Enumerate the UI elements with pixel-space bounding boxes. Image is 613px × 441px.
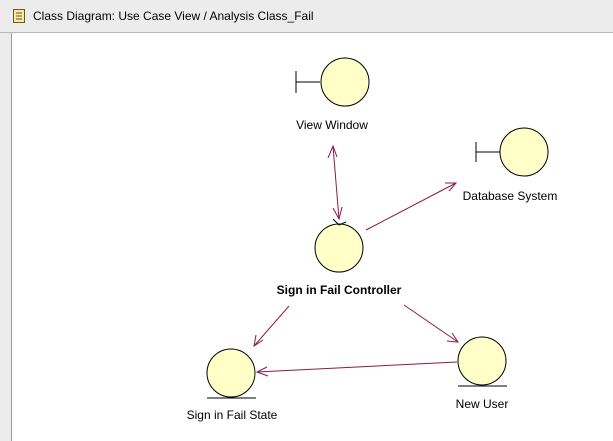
association-new-user-sign-in-fail-state[interactable] [255, 361, 458, 377]
association-controller-sign-in-fail-state[interactable] [253, 305, 290, 348]
class-sign-in-fail-controller[interactable]: Sign in Fail Controller [277, 218, 402, 297]
window-title-bar: Class Diagram: Use Case View / Analysis … [0, 0, 613, 33]
class-label-sign-in-fail-state: Sign in Fail State [187, 408, 278, 422]
entity-icon [457, 336, 507, 387]
class-diagram: View Window Database System Sign in Fail… [187, 57, 558, 422]
class-diagram-doc-icon [13, 9, 25, 23]
control-icon [314, 218, 364, 273]
class-sign-in-fail-state[interactable]: Sign in Fail State [187, 348, 278, 422]
boundary-icon [295, 57, 370, 107]
class-view-window[interactable]: View Window [295, 57, 370, 132]
association-controller-new-user[interactable] [403, 304, 459, 343]
window-left-border [0, 33, 12, 441]
association-view-window-controller[interactable] [327, 144, 343, 221]
class-label-view-window: View Window [296, 118, 368, 132]
boundary-icon [475, 127, 549, 177]
window-title: Class Diagram: Use Case View / Analysis … [33, 9, 314, 23]
association-controller-database-system[interactable] [365, 182, 458, 231]
class-label-sign-in-fail-controller: Sign in Fail Controller [277, 283, 402, 297]
class-new-user[interactable]: New User [456, 336, 509, 411]
class-database-system[interactable]: Database System [463, 127, 558, 203]
class-label-new-user: New User [456, 397, 509, 411]
class-label-database-system: Database System [463, 189, 558, 203]
diagram-canvas[interactable]: View Window Database System Sign in Fail… [12, 33, 613, 441]
entity-icon [206, 348, 256, 399]
